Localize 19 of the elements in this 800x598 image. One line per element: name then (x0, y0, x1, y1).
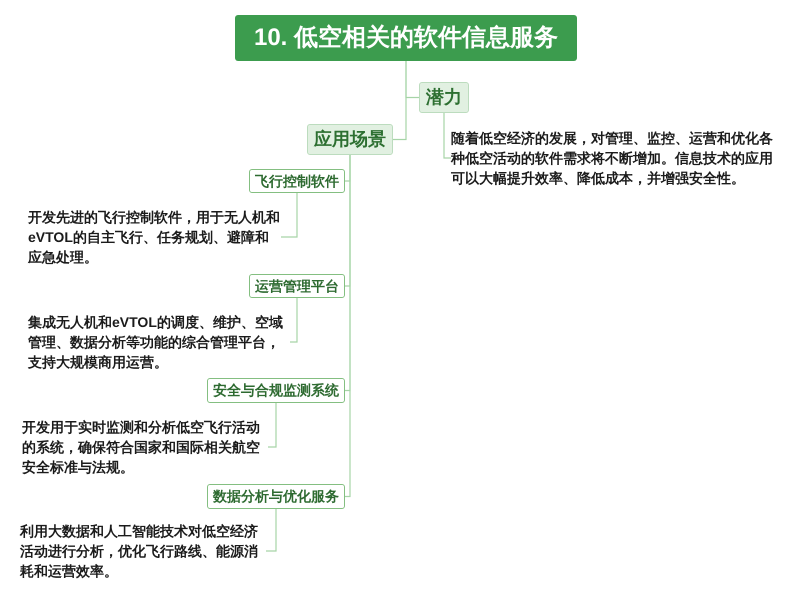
connector-line (443, 113, 451, 159)
subtopic-box: 数据分析与优化服务 (207, 484, 345, 509)
connector-line (268, 403, 277, 448)
connector-line (345, 155, 351, 498)
description-text: 开发先进的飞行控制软件，用于无人机和eVTOL的自主飞行、任务规划、避障和应急处理。 (28, 207, 281, 267)
subtopic-box: 飞行控制软件 (249, 169, 345, 193)
connector-line (266, 509, 277, 552)
description-text: 利用大数据和人工智能技术对低空经济活动进行分析，优化飞行路线、能源消耗和运营效率。 (20, 521, 266, 581)
connector-line (281, 193, 298, 238)
connector-line (290, 298, 298, 343)
connector-line (393, 61, 407, 140)
topic-box: 应用场景 (307, 124, 393, 155)
subtopic-box: 运营管理平台 (249, 274, 345, 298)
subtopic-box: 安全与合规监测系统 (207, 378, 345, 403)
description-text: 开发用于实时监测和分析低空飞行活动的系统，确保符合国家和国际相关航空安全标准与法规。 (22, 417, 268, 477)
description-text: 集成无人机和eVTOL的调度、维护、空域管理、数据分析等功能的综合管理平台，支持大规模商用运营。 (28, 312, 290, 372)
topic-box: 潜力 (419, 82, 469, 113)
root-topic-box: 10. 低空相关的软件信息服务 (235, 15, 577, 61)
description-text: 随着低空经济的发展，对管理、监控、运营和优化各种低空活动的软件需求将不断增加。信息技术的应用可以大幅提升效率、降低成本，并增强安全性。 (451, 128, 781, 188)
